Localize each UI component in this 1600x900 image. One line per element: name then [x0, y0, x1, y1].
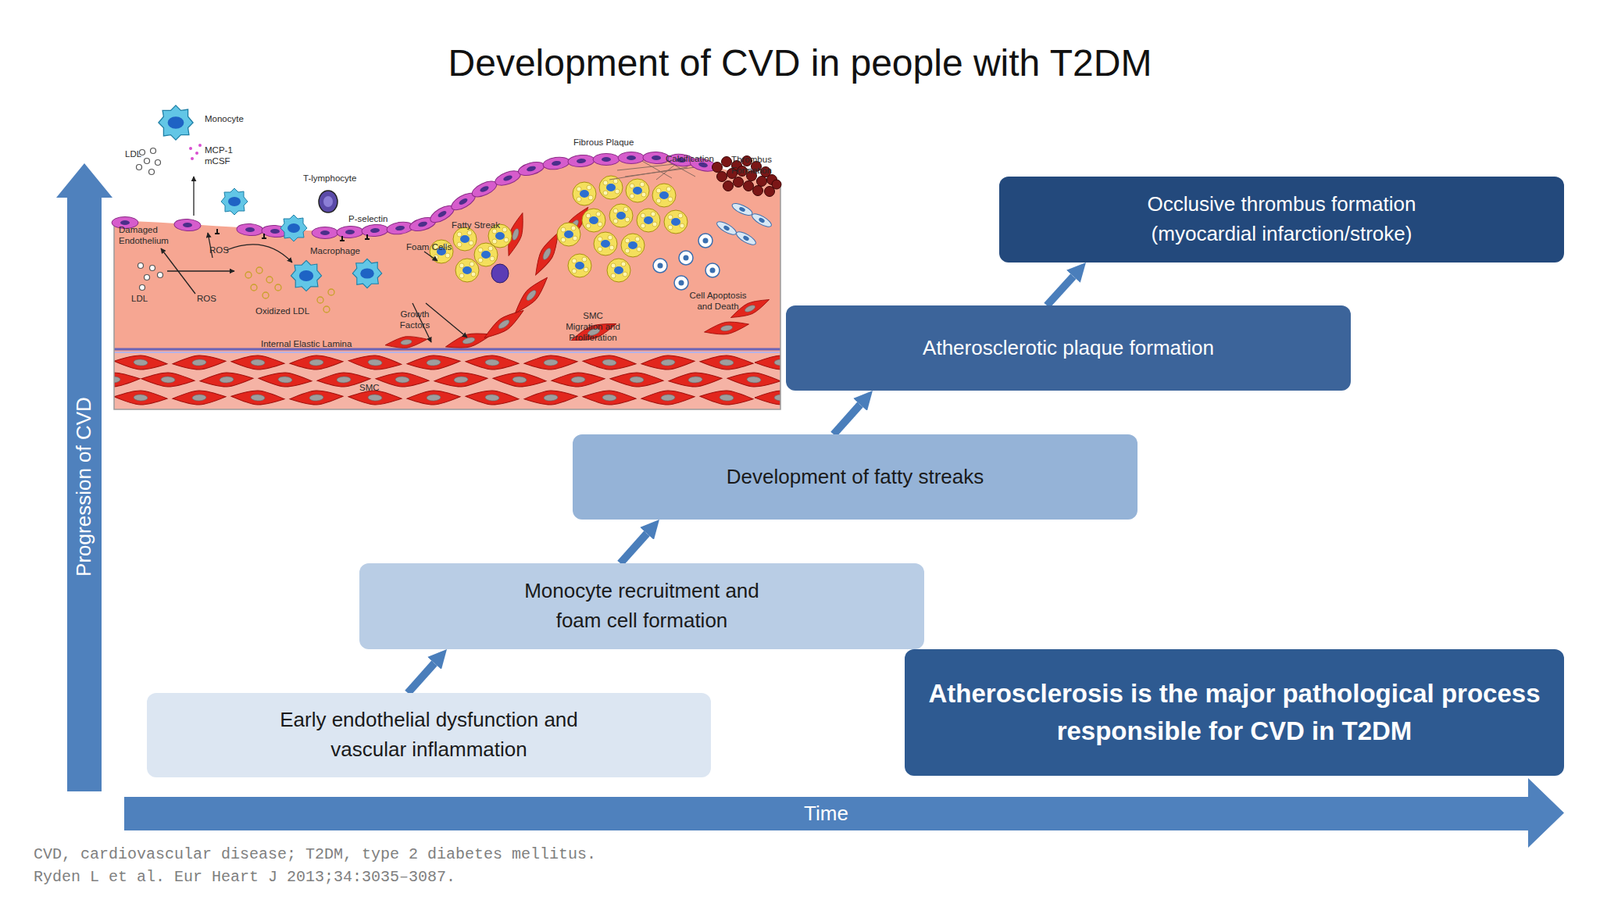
box-text: Monocyte recruitment and foam cell forma… [507, 576, 777, 636]
elastic-lamina [114, 348, 781, 351]
footnote: CVD, cardiovascular disease; T2DM, type … [33, 845, 597, 865]
oxidized-ldl [245, 267, 335, 313]
image-frame [114, 185, 781, 410]
axis-label: Time [803, 801, 849, 826]
box-text: Early endothelial dysfunction and vascul… [276, 705, 582, 765]
process-box: Occlusive thrombus formation (myocardial… [999, 176, 1565, 263]
part-label: T-lymphocyte [303, 173, 357, 185]
flow-arrow [833, 404, 861, 435]
axis-label: Progression of CVD [71, 396, 97, 577]
part-label: Foam Cells [406, 242, 452, 254]
box-text: Occlusive thrombus formation (myocardial… [1114, 189, 1450, 249]
part-label: ROS [209, 245, 229, 257]
part-label: Calcification [665, 153, 715, 165]
part-label: Monocyte [204, 114, 244, 125]
axis-label-holder: Progression of CVD [71, 396, 97, 577]
part-label: LDL [125, 149, 142, 161]
box-text: Atherosclerotic plaque formation [922, 333, 1215, 364]
part-label: Internal Elastic Lamina [260, 339, 352, 350]
t-lymphocyte [318, 190, 338, 213]
arrow-shape [124, 778, 1565, 848]
smooth-muscle-cells [114, 353, 781, 407]
part-label: Damaged Endothelium [118, 225, 171, 247]
t-lymphocyte [323, 196, 333, 208]
part-label: mCSF [204, 156, 231, 168]
summary-box: Atherosclerosis is the major pathologica… [904, 649, 1565, 776]
part-label: MCP-1 [204, 145, 233, 157]
box-text: Atherosclerosis is the major pathologica… [921, 675, 1547, 750]
process-box: Development of fatty streaks [572, 434, 1138, 520]
part-label: Fatty Streak [451, 220, 500, 232]
process-arrows [160, 176, 468, 343]
media [114, 353, 781, 410]
part-label: ROS [196, 293, 217, 305]
elastic-lamina [114, 351, 781, 354]
endothelium [111, 151, 718, 240]
part-label: P-selectin [348, 214, 389, 225]
migrating-smc [384, 203, 772, 354]
axis-label-holder: Time [124, 796, 1529, 831]
ldl-particles [136, 148, 164, 291]
process-box: Monocyte recruitment and foam cell forma… [359, 563, 925, 650]
part-label: Cell Apoptosis and Death [687, 290, 749, 313]
part-label: LDL [131, 293, 148, 305]
part-label: Macrophage [310, 246, 361, 258]
footnote: Ryden L et al. Eur Heart J 2013;34:3035–… [33, 867, 456, 887]
flow-arrow [1046, 276, 1074, 306]
axis-arrow: Time [124, 778, 1565, 848]
box-text: Development of fatty streaks [726, 462, 984, 493]
flow-arrow [620, 533, 647, 564]
axis-arrow: Progression of CVD [56, 163, 113, 792]
intima [114, 157, 781, 352]
part-label: Fibrous Plaque [573, 137, 634, 149]
part-label: SMC Migration and Proliferation [564, 310, 622, 343]
slide-title: Development of CVD in people with T2DM [0, 40, 1600, 86]
part-label: Thrombus Formation [728, 154, 775, 177]
part-label: Growth Factors [395, 309, 435, 332]
part-label: Oxidized LDL [255, 306, 310, 318]
process-box: Atherosclerotic plaque formation [785, 305, 1351, 391]
monocytes [158, 105, 383, 292]
part-label: SMC [359, 382, 380, 394]
foam-cells [429, 175, 688, 283]
lymphocyte [491, 264, 509, 283]
process-box: Early endothelial dysfunction and vascul… [146, 692, 711, 778]
chemokines [189, 143, 202, 161]
apoptotic-cells [653, 201, 774, 290]
arrow-shape [56, 163, 113, 792]
flow-arrow [407, 663, 435, 693]
